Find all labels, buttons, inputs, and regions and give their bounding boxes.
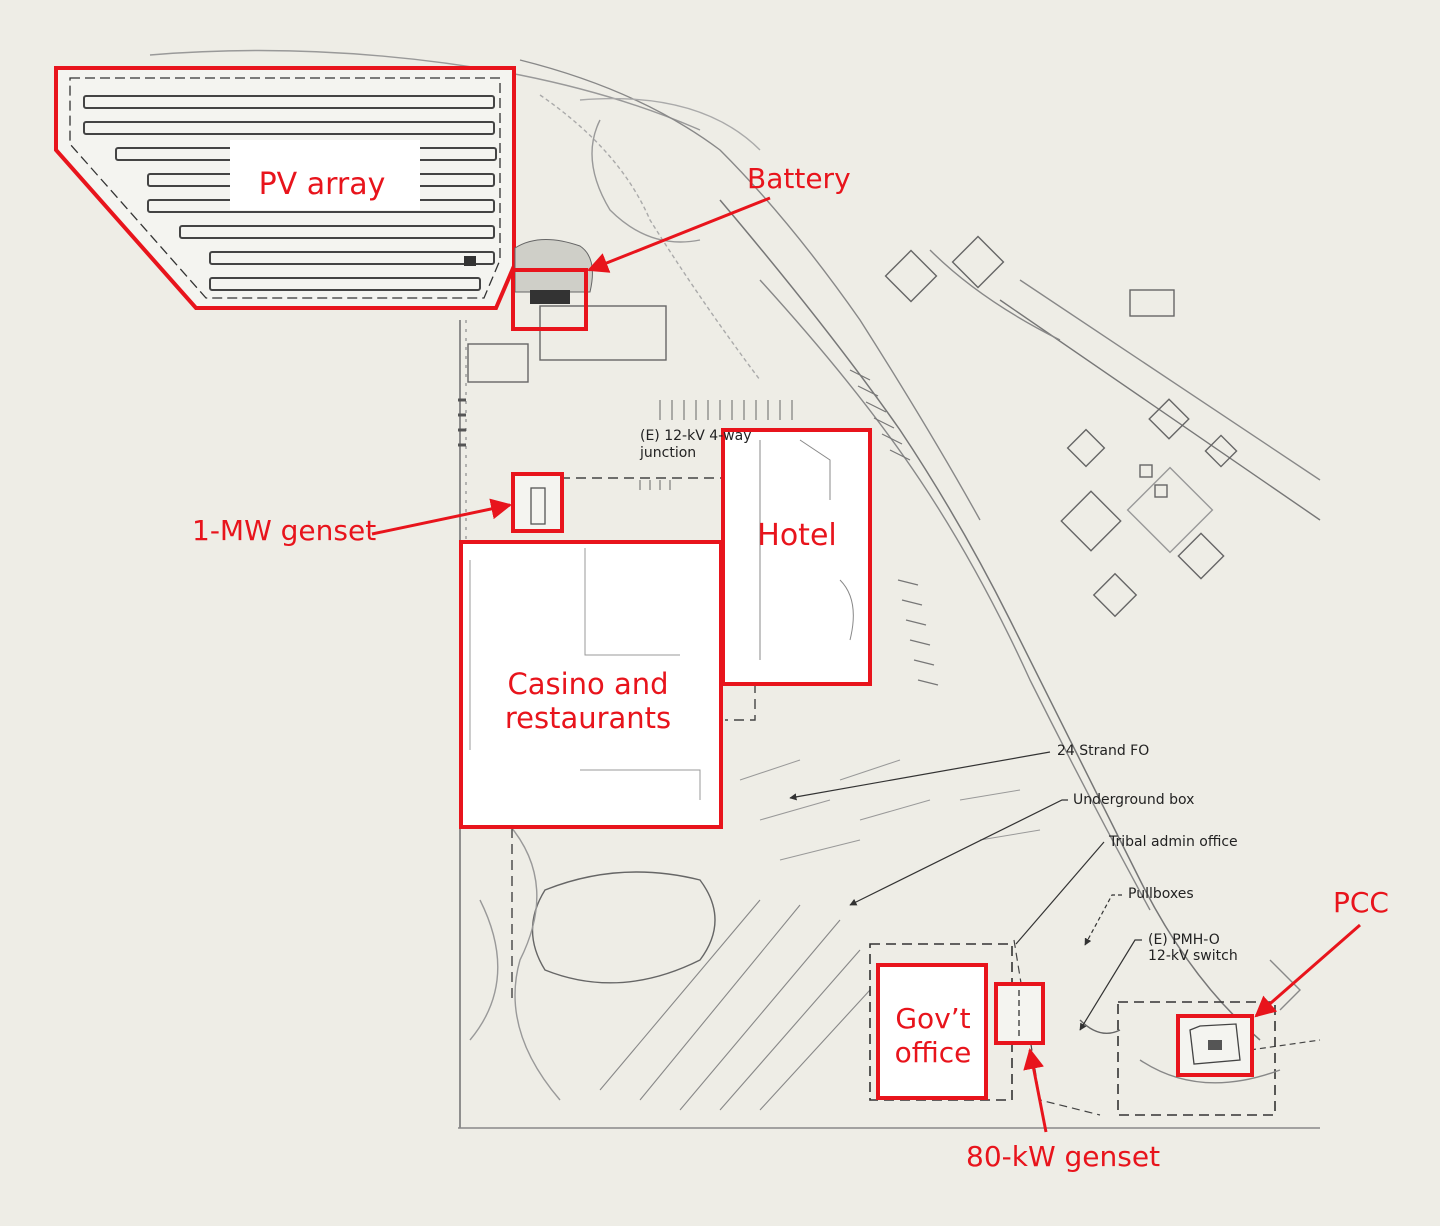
pv-array-label: PV array — [259, 167, 386, 202]
pcc — [1176, 1014, 1254, 1077]
govt-office-label-line1: Gov’t — [895, 1002, 970, 1035]
genset-80kw-label: 80-kW genset — [966, 1140, 1160, 1173]
hotel: Hotel — [721, 428, 872, 686]
battery — [464, 238, 593, 331]
fiber-leader — [789, 751, 1051, 801]
battery-label: Battery — [747, 162, 851, 195]
underground-box-callout: Underground box — [1073, 792, 1194, 808]
genset-80kw — [994, 982, 1045, 1045]
junction-callout-line1: (E) 12-kV 4-way — [640, 428, 752, 444]
genset-80kw-arrow — [1023, 1047, 1048, 1133]
pullboxes-callout: Pullboxes — [1128, 886, 1194, 902]
casino-label-line1: Casino and — [507, 667, 668, 701]
pcc-label: PCC — [1333, 886, 1389, 919]
pmh-leader — [1079, 939, 1142, 1031]
casino-restaurants: Casino and restaurants — [459, 540, 723, 829]
fiber-callout: 24 Strand FO — [1057, 743, 1149, 759]
genset-1mw-label: 1-MW genset — [192, 514, 376, 547]
govt-office-label-line2: office — [895, 1036, 972, 1069]
battery-arrow — [587, 196, 771, 273]
pcc-arrow — [1254, 923, 1361, 1018]
tribal-admin-leader — [1015, 841, 1105, 945]
genset-1mw — [511, 472, 564, 533]
pullboxes-leader — [1084, 894, 1122, 946]
underground-box-leader — [849, 799, 1068, 906]
pmh-callout-line1: (E) PMH-O — [1148, 932, 1220, 948]
hotel-label: Hotel — [757, 518, 836, 553]
tribal-admin-callout: Tribal admin office — [1108, 834, 1238, 850]
junction-callout-line2: junction — [639, 445, 696, 461]
pv-array: PV array — [54, 66, 516, 310]
casino-label-line2: restaurants — [505, 701, 671, 735]
genset-1mw-arrow — [371, 498, 513, 536]
callouts: (E) 12-kV 4-way junction 24 Strand FO Un… — [639, 428, 1238, 1031]
govt-office: Gov’t office — [876, 963, 988, 1100]
pmh-callout-line2: 12-kV switch — [1148, 948, 1238, 964]
